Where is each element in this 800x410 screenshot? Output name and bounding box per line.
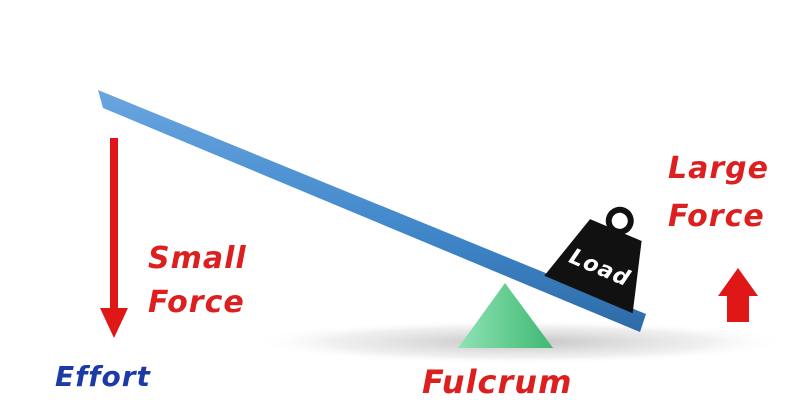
large-force-arrow-icon [718, 268, 758, 322]
small-force-label-line1: Small [148, 241, 247, 276]
large-force-label-line1: Large [668, 151, 769, 186]
large-force-label-line2: Force [668, 199, 765, 234]
fulcrum-triangle [458, 283, 553, 348]
fulcrum-label: Fulcrum [422, 363, 572, 401]
weight-body [544, 219, 642, 314]
effort-label: Effort [55, 360, 152, 393]
effort-arrow-icon [100, 138, 128, 338]
load-weight: Load [544, 206, 642, 314]
lever-beam [98, 90, 646, 332]
small-force-label-line2: Force [148, 285, 245, 320]
